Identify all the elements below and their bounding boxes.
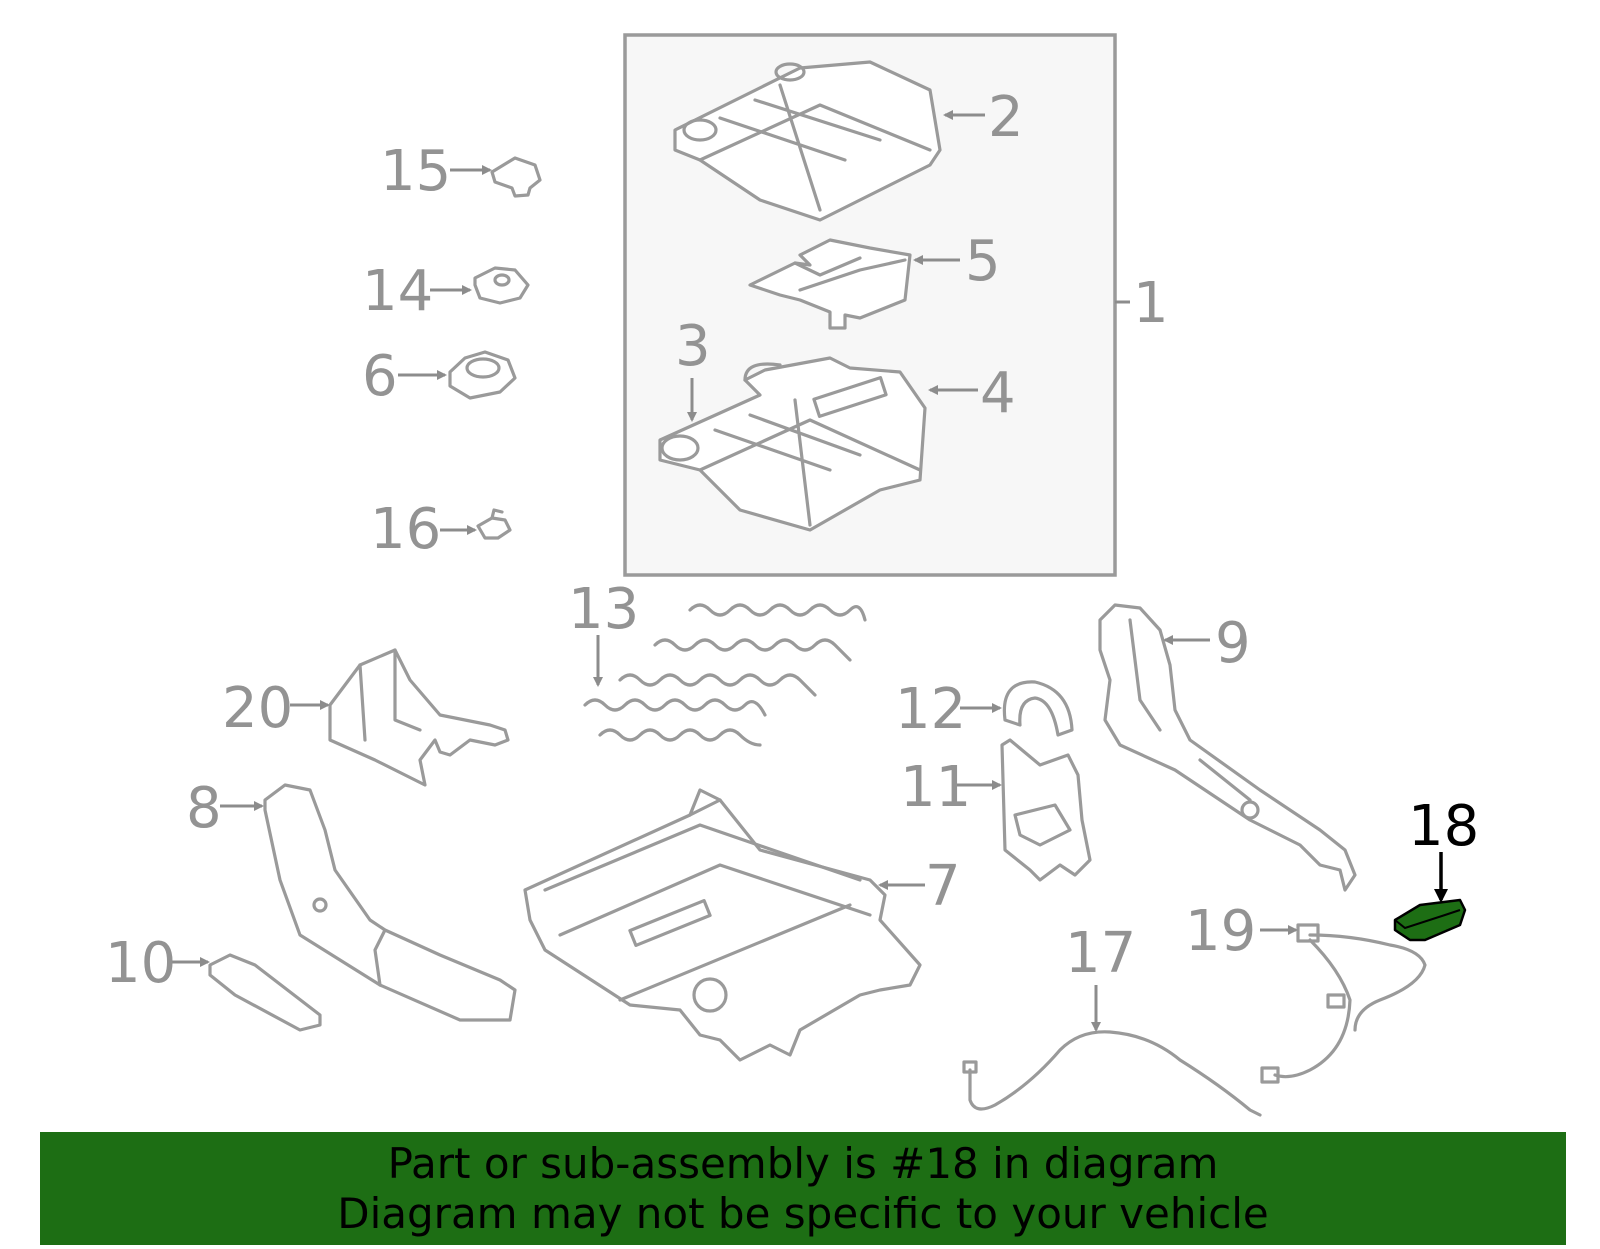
part-8-side-shield: [263, 783, 517, 1022]
callout-18: 18: [1408, 794, 1479, 859]
callout-14: 14: [362, 259, 433, 324]
callout-16: 16: [370, 497, 441, 562]
callout-11: 11: [900, 755, 971, 820]
part-20-bracket: [328, 648, 510, 787]
part-13-seat-springs: [583, 603, 867, 747]
callout-5: 5: [965, 229, 1001, 294]
callout-8: 8: [186, 776, 222, 841]
callout-4: 4: [980, 361, 1016, 426]
part-9-side-rail: [1098, 603, 1357, 892]
part-19-wiring-harness: [1260, 923, 1427, 1084]
part-14-cover: [473, 266, 530, 305]
callout-9: 9: [1215, 611, 1251, 676]
callout-10: 10: [105, 931, 176, 996]
banner-line-2: Diagram may not be specific to your vehi…: [337, 1188, 1269, 1238]
part-17-cable: [962, 1030, 1262, 1117]
part-5-heater-element: [748, 238, 912, 330]
part-10-handle: [208, 953, 322, 1032]
callout-3: 3: [675, 314, 711, 379]
part-16-clip: [476, 508, 512, 540]
callout-6: 6: [362, 344, 398, 409]
part-18-control-module[interactable]: [1393, 898, 1467, 942]
callout-2: 2: [988, 85, 1024, 150]
part-15-clip: [490, 156, 542, 198]
part-12-trim: [1002, 680, 1074, 737]
callout-15: 15: [380, 139, 451, 204]
callout-19: 19: [1185, 899, 1256, 964]
part-7-seat-track: [523, 788, 922, 1062]
banner-line-1: Part or sub-assembly is #18 in diagram: [387, 1138, 1219, 1188]
part-3-cushion-assembly: [658, 356, 927, 532]
callout-17: 17: [1065, 921, 1136, 986]
info-banner: Part or sub-assembly is #18 in diagram D…: [40, 1132, 1566, 1245]
callout-1: 1: [1133, 271, 1169, 336]
callout-20: 20: [222, 676, 293, 741]
part-11-panel: [1000, 738, 1092, 882]
part-6-knob-base: [448, 350, 517, 400]
callout-12: 12: [895, 677, 966, 742]
part-2-cushion-pad: [673, 60, 942, 222]
callout-7: 7: [925, 854, 961, 919]
callout-13: 13: [568, 577, 639, 642]
